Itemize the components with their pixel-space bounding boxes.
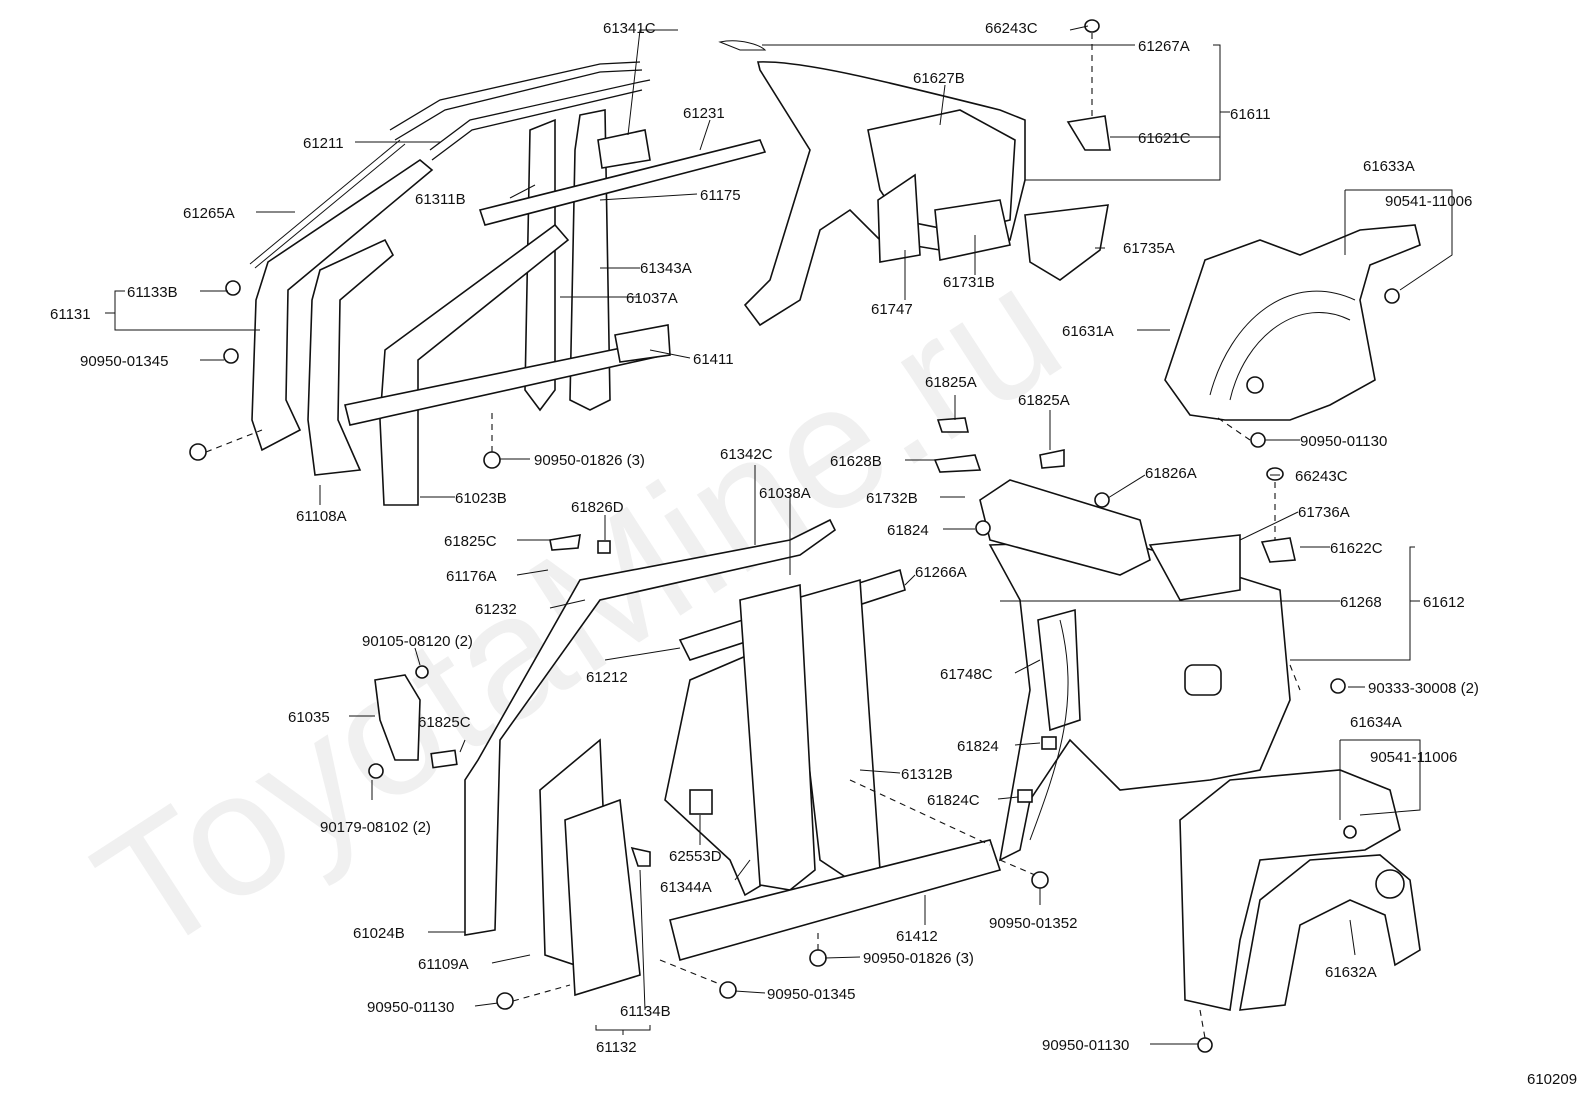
part-label: 61109A [418,956,469,973]
part-label: 61342C [720,446,773,463]
part-label: 90541-11006 [1385,193,1472,210]
part-label: 90950-01130 [1300,433,1387,450]
part-label: 61826D [571,499,624,516]
part-label: 66243C [985,20,1038,37]
upper-quarter-panels [718,19,1111,327]
part-label: 61267A [1138,38,1190,55]
part-label: 61131 [50,306,91,323]
part-label: 61266A [915,564,967,581]
part-label: 90950-01130 [1042,1037,1129,1054]
part-label: 61628B [830,453,882,470]
part-label: 90950-01352 [989,915,1077,932]
part-label: 90950-01345 [80,353,168,370]
part-label: 90950-01345 [767,986,855,1003]
part-label: 62553D [669,848,722,865]
part-labels: 61341C 66243C 61267A 61231 61627B 61611 … [50,20,1577,1088]
part-label: 61038A [759,485,811,502]
part-label: 61023B [455,490,507,507]
part-label: 90333-30008 (2) [1368,680,1479,697]
part-label: 61411 [693,351,734,368]
part-label: 61736A [1298,504,1350,521]
part-label: 61412 [896,928,938,945]
part-label: 61268 [1340,594,1382,611]
part-label: 61108A [296,508,347,525]
part-label: 61311B [415,191,466,208]
part-label: 61825C [418,714,471,731]
part-label: 61024B [353,925,405,942]
part-label: 90179-08102 (2) [320,819,431,836]
part-label: 61634A [1350,714,1402,731]
part-label: 61611 [1230,106,1271,123]
part-label: 61748C [940,666,993,683]
lower-right-wheelhouse [1179,769,1421,1053]
part-label: 61826A [1145,465,1197,482]
lower-left-panels [368,518,1049,1010]
leader-lines [105,25,1453,1045]
part-label: 61825A [1018,392,1070,409]
part-label: 61731B [943,274,995,291]
part-label: 61211 [303,135,344,152]
part-label: 90105-08120 (2) [362,633,473,650]
part-label: 61231 [683,105,725,122]
part-label: 90950-01826 (3) [534,452,645,469]
part-label: 61176A [446,568,497,585]
part-label: 61621C [1138,130,1191,147]
part-label: 61612 [1423,594,1465,611]
part-label: 61732B [866,490,918,507]
diagram-code: 610209 [1527,1071,1577,1088]
part-label: 61824C [927,792,980,809]
part-label: 61037A [626,290,678,307]
part-label: 61622C [1330,540,1383,557]
part-label: 61175 [700,187,741,204]
part-label: 61035 [288,709,330,726]
part-label: 61344A [660,879,712,896]
part-label: 61631A [1062,323,1114,340]
part-label: 61825C [444,533,497,550]
part-label: 61632A [1325,964,1377,981]
part-label: 61825A [925,374,977,391]
part-label: 90950-01130 [367,999,454,1016]
part-label: 61824 [887,522,929,539]
part-label: 61747 [871,301,913,318]
part-label: 61341C [603,20,656,37]
part-label: 61735A [1123,240,1175,257]
part-label: 61134B [620,1003,671,1020]
part-label: 61633A [1363,158,1415,175]
part-label: 61212 [586,669,628,686]
part-label: 90950-01826 (3) [863,950,974,967]
part-label: 61343A [640,260,692,277]
lower-quarter-panels [933,417,1346,862]
part-label: 61824 [957,738,999,755]
part-label: 90541-11006 [1370,749,1457,766]
part-label: 61312B [901,766,953,783]
part-label: 61133B [127,284,178,301]
part-label: 61132 [596,1039,637,1056]
part-label: 66243C [1295,468,1348,485]
part-label: 61232 [475,601,517,618]
upper-right-wheelhouse [1164,224,1421,448]
part-label: 61265A [183,205,235,222]
upper-left-panels [189,61,767,506]
part-label: 61627B [913,70,965,87]
